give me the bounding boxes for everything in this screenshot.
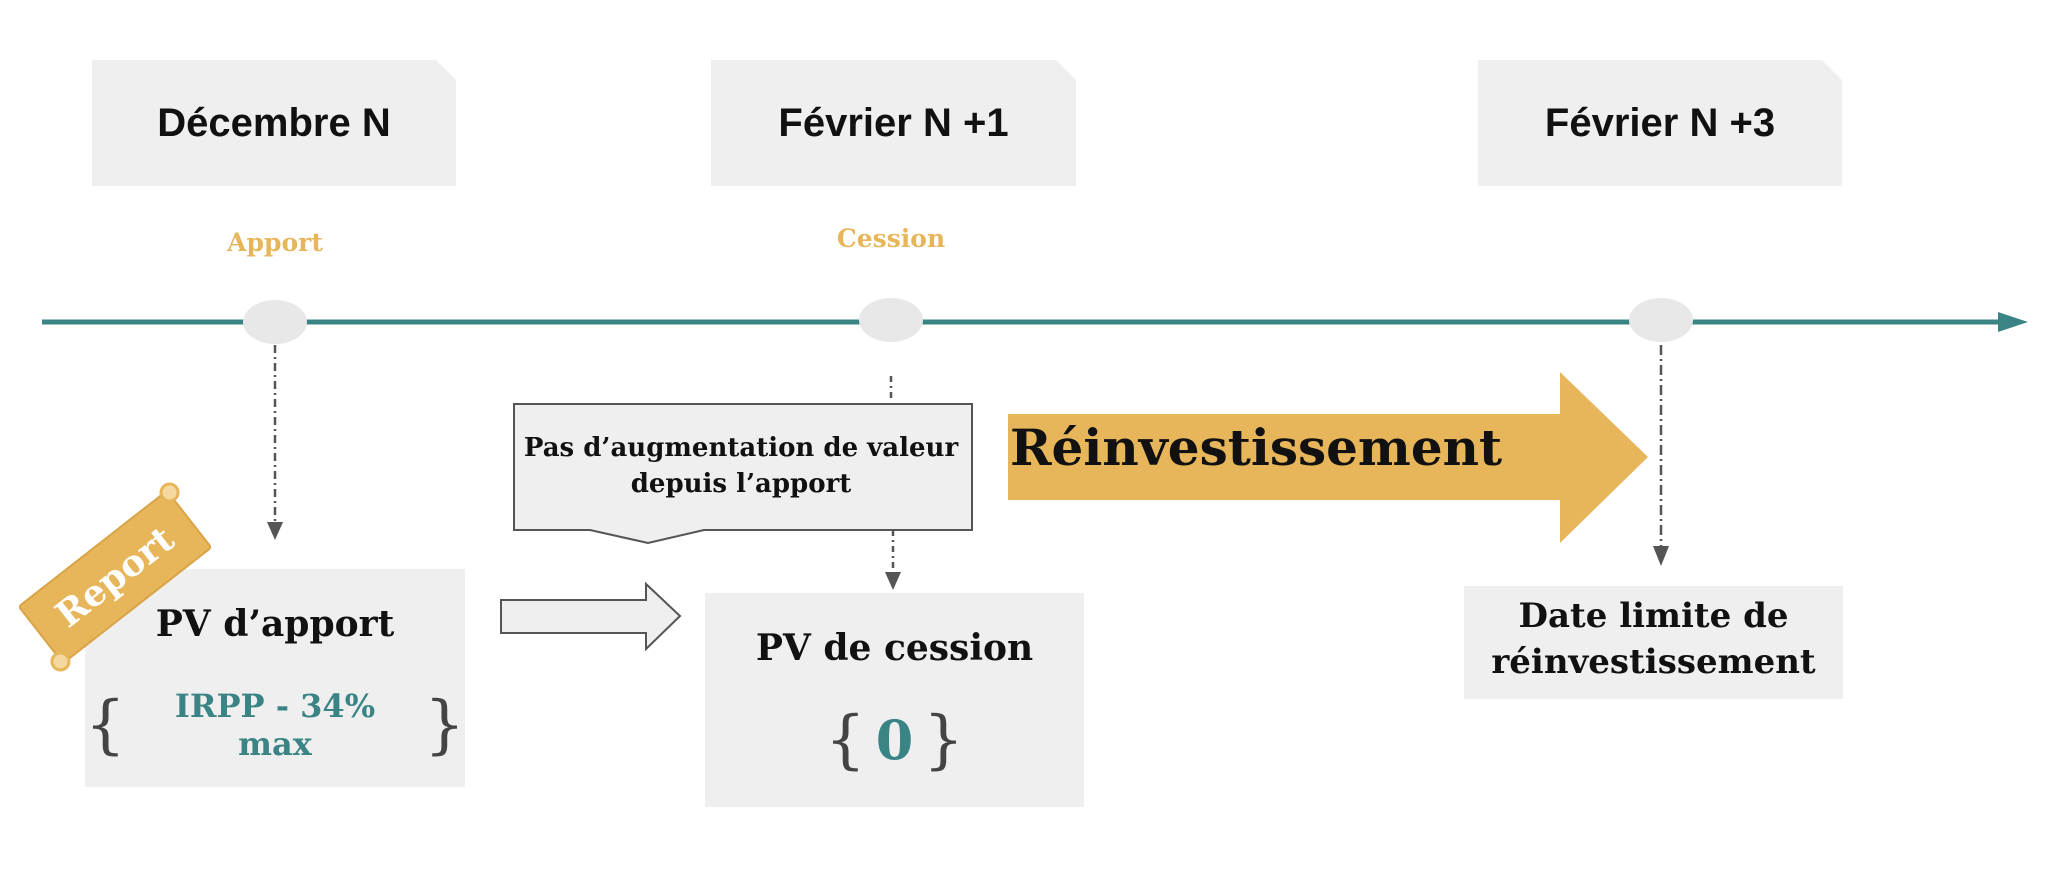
milestone-dot-cession	[859, 298, 923, 342]
event-label-cession: Cession	[836, 224, 946, 253]
open-brace-icon: {	[85, 688, 126, 762]
callout-bubble	[513, 403, 973, 545]
date-label: Février N +1	[778, 100, 1009, 145]
date-label: Décembre N	[157, 100, 391, 145]
milestone-dot-apport	[243, 300, 307, 344]
pv-apport-value-group: { IRPP - 34% max }	[85, 687, 465, 763]
connector-cession-arrowhead	[885, 572, 901, 590]
date-card-decembre: Décembre N	[92, 60, 456, 186]
date-limite-line1: Date limite de	[1518, 596, 1789, 636]
callout-text: Pas d’augmentation de valeur depuis l’ap…	[515, 430, 967, 502]
pv-apport-box: PV d’apport { IRPP - 34% max }	[85, 569, 465, 787]
callout-line2: depuis l’apport	[630, 469, 852, 499]
date-limite-line2: réinvestissement	[1491, 642, 1816, 682]
callout-line1: Pas d’augmentation de valeur	[523, 433, 959, 463]
connector-limite-arrowhead	[1653, 546, 1669, 566]
reinvestment-label: Réinvestissement	[1010, 418, 1503, 477]
date-label: Février N +3	[1544, 100, 1776, 145]
date-card-fevrier-n3: Février N +3	[1478, 60, 1842, 186]
pv-cession-value-group: { 0 }	[705, 705, 1084, 775]
connector-apport-arrowhead	[267, 522, 283, 540]
reinvestment-arrow-shape	[1008, 372, 1648, 543]
date-card-fevrier-n1: Février N +1	[711, 60, 1076, 186]
pv-cession-box: PV de cession { 0 }	[705, 593, 1084, 807]
pv-apport-value: IRPP - 34% max	[174, 687, 376, 763]
open-brace-icon: {	[824, 703, 866, 777]
close-brace-icon: }	[923, 703, 964, 777]
pv-cession-value: 0	[875, 708, 914, 772]
pv-cession-title: PV de cession	[755, 627, 1034, 669]
timeline-arrowhead	[1998, 312, 2028, 332]
event-label-apport: Apport	[227, 228, 323, 257]
milestone-dot-limite	[1629, 298, 1693, 342]
pv-apport-title: PV d’apport	[155, 603, 395, 645]
date-limite-box: Date limite de réinvestissement	[1464, 586, 1843, 699]
hollow-arrow-icon	[500, 581, 682, 652]
close-brace-icon: }	[424, 688, 465, 762]
